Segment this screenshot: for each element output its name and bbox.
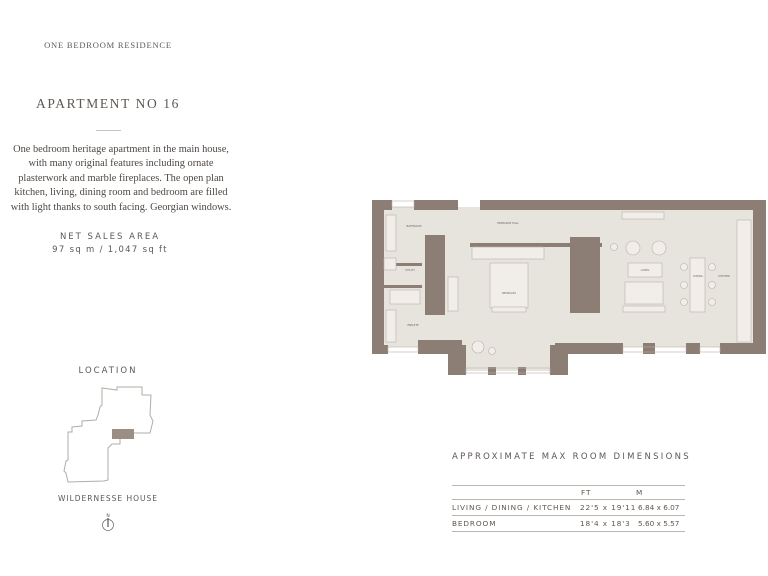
location-label: LOCATION — [78, 366, 138, 376]
bed — [489, 262, 529, 309]
room-label-dining: DINING — [693, 274, 702, 278]
location-map — [63, 386, 154, 483]
divider — [96, 130, 121, 131]
kitchen-counter — [736, 219, 752, 343]
coffee-table — [627, 262, 663, 278]
dimensions-title: APPROXIMATE MAX ROOM DIMENSIONS — [452, 452, 691, 462]
description: One bedroom heritage apartment in the ma… — [0, 143, 242, 215]
row-ft: 22'5 x 19'11 — [580, 503, 637, 512]
description-line: kitchen, living, dining room and bedroom… — [14, 187, 228, 199]
wardrobe — [471, 246, 545, 260]
table-rule — [452, 499, 685, 500]
header-m: M — [636, 488, 644, 497]
row-m: 6.84 x 6.07 — [638, 503, 680, 512]
net-sales-area-value: 97 sq m / 1,047 sq ft — [52, 245, 168, 255]
room-label-bedroom: BEDROOM — [502, 291, 516, 295]
header-ft: FT — [581, 488, 592, 497]
row-room: LIVING / DINING / KITCHEN — [452, 503, 572, 512]
compass-label: N — [106, 513, 109, 519]
residence-type: ONE BEDROOM RESIDENCE — [44, 40, 172, 50]
floor-plan: BATHROOM ENTRANCE HALL UTILITY BEDROOM E… — [372, 200, 766, 375]
row-ft: 18'4 x 18'3 — [580, 519, 631, 528]
building-name: WILDERNESSE HOUSE — [57, 494, 159, 503]
room-label-utility: UTILITY — [405, 268, 415, 272]
room-label-kitchen: KITCHEN — [718, 274, 729, 278]
north-compass-icon: N — [102, 513, 114, 531]
windows — [387, 200, 721, 374]
room-label-bathroom: BATHROOM — [406, 224, 421, 228]
bath — [389, 289, 421, 305]
table-rule — [452, 515, 685, 516]
net-sales-area-label: NET SALES AREA — [59, 232, 161, 242]
room-label-ensuite: ENSUITE — [407, 323, 418, 327]
tv-unit — [621, 211, 665, 220]
room-label-living: LIVING — [641, 268, 650, 272]
walls — [372, 200, 766, 375]
furniture — [383, 211, 752, 355]
dining-table — [689, 257, 706, 313]
apartment-location-marker — [112, 429, 134, 439]
description-line: with light thanks to south facing. Georg… — [10, 201, 232, 213]
table-rule — [452, 485, 685, 486]
row-m: 5.60 x 5.57 — [638, 519, 680, 528]
description-line: plasterwork and marble fireplaces. The o… — [18, 172, 224, 184]
room-labels: BATHROOM ENTRANCE HALL UTILITY BEDROOM E… — [405, 221, 729, 327]
row-room: BEDROOM — [452, 519, 497, 528]
page-title: APARTMENT NO 16 — [36, 96, 180, 111]
description-line: One bedroom heritage apartment in the ma… — [13, 144, 229, 155]
table-rule — [452, 531, 685, 532]
sofa — [624, 281, 664, 305]
room-label-entrance-hall: ENTRANCE HALL — [497, 221, 519, 225]
description-line: with many original features including or… — [28, 158, 214, 170]
